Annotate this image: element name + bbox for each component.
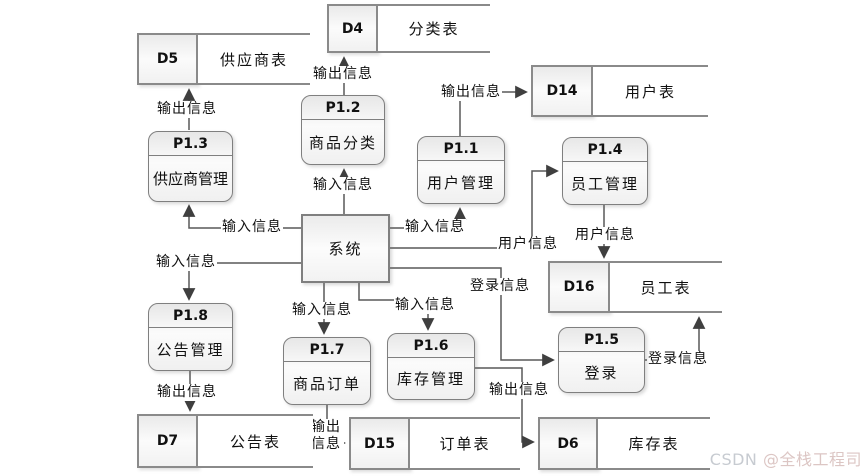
process-p16-name: 库存管理 (396, 370, 465, 388)
process-p16: P1.6 库存管理 (387, 333, 475, 400)
store-d5-name: 供应商表 (198, 33, 310, 85)
store-d15-name: 订单表 (410, 417, 520, 470)
process-p13: P1.3 供应商管理 (148, 131, 233, 202)
process-p11: P1.1 用户管理 (417, 136, 505, 204)
flow-label-p17-output: 输出信息 (308, 419, 344, 453)
flow-label-sys-in-p17: 输入信息 (291, 302, 353, 319)
flow-label-p15-login-info: 登录信息 (647, 351, 709, 368)
process-p14-id: P1.4 (563, 138, 647, 162)
process-p13-name: 供应商管理 (152, 170, 228, 188)
store-d6-name: 库存表 (598, 417, 710, 470)
process-p14: P1.4 员工管理 (562, 137, 648, 205)
store-d16-name: 员工表 (610, 261, 722, 313)
store-d15-id: D15 (349, 417, 410, 470)
process-p14-name: 员工管理 (570, 174, 639, 193)
flow-label-p14-user-info: 用户信息 (574, 227, 636, 244)
process-p15-id: P1.5 (559, 328, 644, 352)
watermark: CSDN @全栈工程司 (710, 446, 862, 470)
process-p12-id: P1.2 (302, 96, 384, 120)
process-p13-id: P1.3 (149, 132, 232, 156)
store-d14-id: D14 (531, 65, 593, 117)
flow-sys-to-p15 (390, 267, 555, 367)
store-d6-id: D6 (538, 417, 598, 470)
process-p11-name: 用户管理 (426, 173, 495, 192)
process-p18: P1.8 公告管理 (148, 303, 233, 371)
process-p11-id: P1.1 (418, 137, 504, 161)
flow-label-sys-in-p16: 输入信息 (394, 297, 456, 314)
process-p16-id: P1.6 (388, 334, 474, 358)
watermark-site: CSDN (709, 450, 763, 469)
flow-label-p16-output: 输出信息 (488, 382, 550, 399)
flow-sys-to-p14 (390, 164, 559, 249)
system-node: 系统 (301, 214, 390, 283)
process-p15: P1.5 登录 (558, 327, 645, 393)
flow-label-p12-output: 输出信息 (312, 66, 374, 83)
flow-label-sys-in-p13: 输入信息 (221, 219, 283, 236)
process-p12-name: 商品分类 (308, 133, 377, 152)
flow-label-sys-in-p18: 输入信息 (155, 254, 217, 271)
store-d16-id: D16 (548, 261, 610, 313)
flow-sys-to-p16 (358, 283, 435, 331)
watermark-author: @全栈工程司 (762, 450, 862, 469)
process-p12: P1.2 商品分类 (301, 95, 385, 165)
store-d14-name: 用户表 (593, 65, 708, 117)
flow-label-sys-in-p11: 输入信息 (404, 219, 466, 236)
process-p18-name: 公告管理 (156, 340, 225, 359)
store-d7-name: 公告表 (198, 414, 313, 468)
flow-label-sys-in-p12: 输入信息 (312, 177, 374, 194)
store-d7-id: D7 (137, 414, 198, 468)
flow-label-sys-user-info: 用户信息 (497, 236, 559, 253)
flow-label-p13-output: 输出信息 (156, 101, 218, 118)
process-p17-id: P1.7 (284, 338, 370, 362)
store-d5-id: D5 (137, 33, 198, 85)
process-p17-name: 商品订单 (292, 374, 361, 393)
process-p15-name: 登录 (584, 363, 619, 382)
flow-p16-to-d6 (475, 367, 535, 449)
flow-label-sys-login-info: 登录信息 (469, 278, 531, 295)
store-d4-id: D4 (327, 4, 378, 53)
process-p17: P1.7 商品订单 (283, 337, 371, 405)
flow-label-p18-output: 输出信息 (156, 384, 218, 401)
flow-label-p11-output: 输出信息 (440, 84, 502, 101)
process-p18-id: P1.8 (149, 304, 232, 328)
store-d4-name: 分类表 (378, 4, 490, 53)
